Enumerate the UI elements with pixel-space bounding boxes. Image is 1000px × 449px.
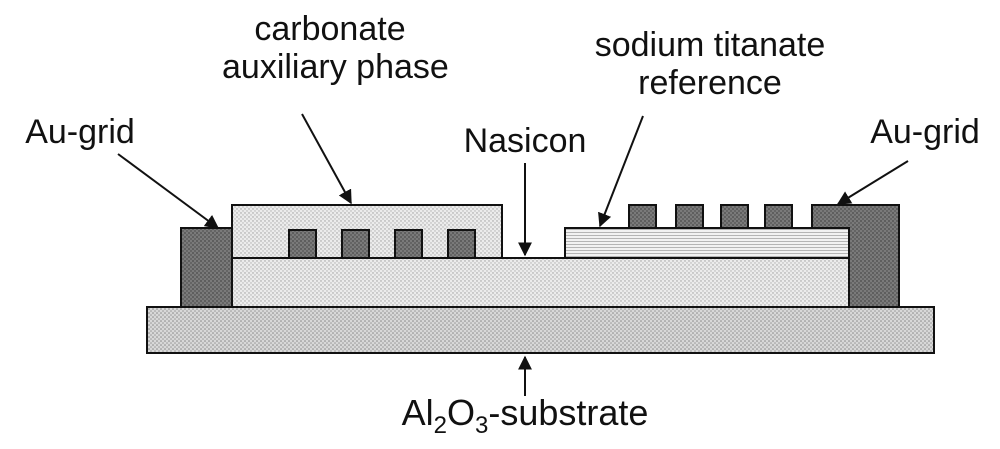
label-substrate: Al2O3-substrate: [380, 392, 670, 438]
label-substrate-suffix: -substrate: [488, 392, 649, 433]
au-grid-finger: [288, 229, 317, 259]
label-substrate-al: Al: [401, 392, 434, 433]
label-titanate-line1: sodium titanate: [594, 26, 826, 64]
au-grid-finger: [341, 229, 370, 259]
substrate-layer: [146, 306, 935, 354]
label-titanate-line2: reference: [638, 64, 782, 102]
au-grid-left-fingers: [288, 229, 476, 259]
label-titanate: sodium titanate reference: [590, 26, 830, 102]
au-grid-finger: [447, 229, 476, 259]
arrow-titanate: [598, 115, 644, 228]
label-carbonate-line2: auxiliary phase: [222, 48, 449, 86]
nasicon-layer: [231, 257, 850, 308]
label-substrate-sub2: 3: [474, 412, 489, 439]
au-grid-finger: [720, 204, 749, 229]
arrow-au-grid-right: [836, 160, 909, 205]
label-substrate-sub1: 2: [433, 412, 447, 439]
label-carbonate: carbonate auxiliary phase: [222, 10, 449, 86]
label-nasicon: Nasicon: [446, 122, 604, 160]
arrow-au-grid-left: [117, 153, 220, 229]
label-au-grid-right: Au-grid: [850, 113, 1000, 151]
label-au-grid-right-text: Au-grid: [870, 113, 980, 151]
au-grid-finger: [628, 204, 657, 229]
au-grid-finger: [394, 229, 423, 259]
au-grid-right-fingers: [628, 204, 793, 229]
titanate-layer: [564, 227, 850, 259]
label-carbonate-line1: carbonate: [254, 10, 406, 48]
arrow-carbonate: [301, 113, 352, 205]
label-substrate-o: O: [446, 392, 475, 433]
label-nasicon-text: Nasicon: [463, 122, 587, 160]
pointer-arrows: [117, 113, 909, 396]
au-grid-finger: [675, 204, 704, 229]
label-au-grid-left-text: Au-grid: [25, 113, 135, 151]
au-grid-finger: [764, 204, 793, 229]
label-au-grid-left: Au-grid: [5, 113, 155, 151]
